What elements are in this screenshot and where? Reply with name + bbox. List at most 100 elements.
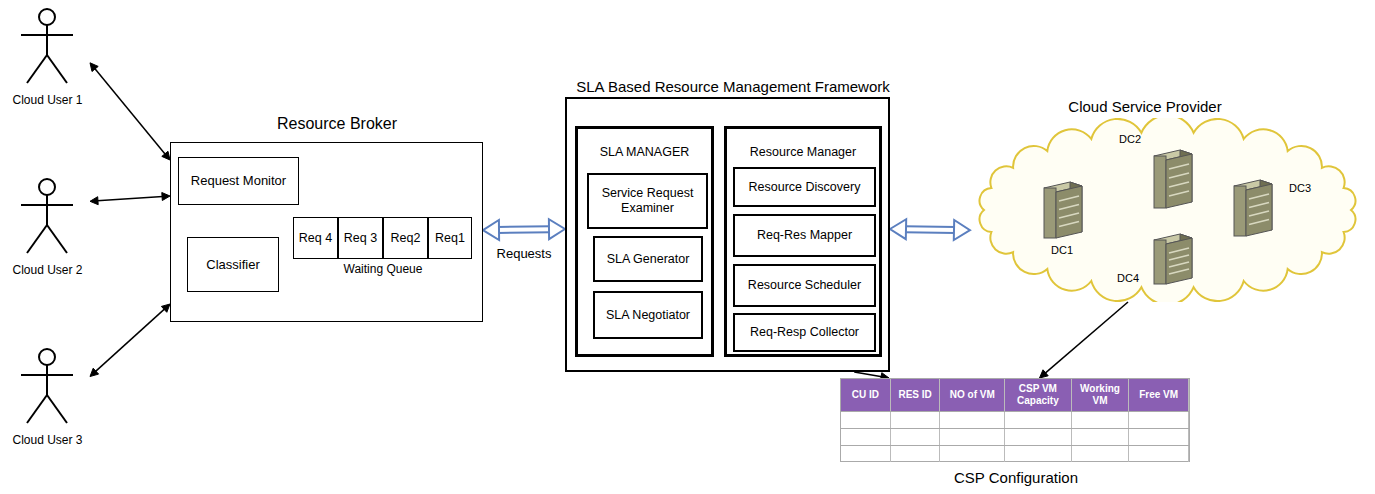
figure-leg — [47, 55, 67, 83]
edge-label: Requests — [495, 246, 554, 262]
server-slot — [1059, 222, 1079, 227]
table-cell — [1129, 412, 1189, 428]
table-cell — [1072, 429, 1130, 445]
server-slot — [1169, 248, 1189, 253]
figure-arms — [21, 204, 73, 206]
process-box: Req1 — [428, 217, 472, 259]
node-text: Resource Discovery — [749, 180, 861, 195]
arrow-shaft-outline — [904, 225, 955, 234]
cloud-path — [980, 118, 1356, 302]
server-face — [1166, 238, 1192, 284]
node-text: SLA Based Resource Management Framework — [576, 78, 889, 96]
connector-line — [854, 372, 882, 377]
table-cell — [891, 429, 941, 445]
table-cell — [841, 446, 891, 462]
server-icon — [1150, 232, 1195, 286]
figure-body — [46, 195, 48, 225]
table-header-text: NO of VM — [950, 389, 995, 401]
node-text: DC1 — [1051, 244, 1073, 257]
stick-figure — [5, 5, 90, 87]
table-row — [841, 411, 1189, 428]
node-text: SLA Negotiator — [606, 308, 690, 323]
server-front — [1044, 188, 1056, 238]
table-cell — [940, 412, 1005, 428]
connector-line — [95, 309, 164, 372]
process-box: Resource Discovery — [733, 167, 876, 207]
connector-line — [95, 68, 166, 154]
server-front — [1234, 186, 1246, 236]
node-text: Resource Scheduler — [748, 278, 861, 293]
arrow-head — [483, 220, 499, 240]
server-face — [1056, 186, 1082, 238]
table-header-text: Free VM — [1139, 389, 1178, 401]
node-text: Req-Resp Collector — [750, 325, 859, 340]
node-text: Resource Manager — [750, 145, 856, 160]
node-text: SLA Generator — [607, 252, 690, 267]
module-box: SLA MANAGER Service Request ExaminerSLA G… — [575, 126, 714, 357]
node-text: Service Request Examiner — [593, 186, 702, 216]
cloud-user: Cloud User 2 — [5, 175, 90, 280]
node-text: Request Monitor — [191, 173, 286, 189]
process-box: Req-Resp Collector — [733, 313, 876, 352]
arrow-head — [1040, 370, 1049, 378]
table-cell — [1129, 446, 1189, 462]
process-box: Req2 — [383, 217, 428, 259]
figure-body — [46, 365, 48, 395]
server-face — [1166, 154, 1192, 208]
node-text: Resource Broker — [277, 114, 397, 133]
node-text: Req 4 — [299, 231, 332, 246]
server-slot — [1169, 164, 1189, 169]
container-box: Resource BrokerRequest MonitorClassifier… — [170, 142, 483, 322]
arrow-shaft-fill — [497, 227, 550, 232]
server-slot — [1169, 269, 1189, 274]
table-cell — [841, 412, 891, 428]
table-cell — [940, 429, 1005, 445]
table-header-text: CSP VM Capacity — [1005, 383, 1071, 407]
server-slot — [1059, 213, 1079, 218]
process-box: Classifier — [187, 237, 279, 292]
node-text: Cloud User 3 — [12, 433, 82, 447]
hollow-arrow — [483, 219, 565, 240]
node-text: Req-Res Mapper — [757, 228, 852, 243]
table-cell — [1129, 429, 1189, 445]
module-box: Resource ManagerResource DiscoveryReq-Re… — [724, 126, 882, 357]
arrow-head — [90, 197, 98, 205]
arrow-head — [954, 220, 970, 240]
figure-leg — [27, 55, 47, 83]
table-header-cell: RES ID — [891, 379, 941, 411]
process-box: SLA Generator — [593, 236, 703, 282]
arrow-head — [162, 151, 170, 160]
process-box: Service Request Examiner — [587, 173, 708, 229]
figure-leg — [47, 225, 67, 253]
figure-leg — [47, 395, 67, 423]
table-cell — [1005, 446, 1072, 462]
server-face — [1246, 184, 1272, 236]
arrow-head — [90, 368, 99, 376]
table-header-text: CU ID — [852, 389, 879, 401]
table-row — [841, 445, 1189, 462]
table-header-cell: CSP VM Capacity — [1005, 379, 1072, 411]
process-box: Request Monitor — [178, 157, 299, 205]
node-text: DC4 — [1117, 272, 1139, 285]
table-cell — [891, 446, 941, 462]
server-icon — [1040, 180, 1085, 240]
table-row — [841, 428, 1189, 445]
connector — [90, 193, 170, 205]
hollow-arrow — [890, 219, 970, 240]
server-slot — [1249, 203, 1269, 208]
server-slot — [1059, 205, 1079, 210]
data-center: DC3 — [1230, 178, 1275, 238]
process-box: Req 3 — [338, 217, 383, 259]
table-cell — [940, 446, 1005, 462]
process-box: SLA Negotiator — [593, 291, 703, 339]
server-slot — [1169, 191, 1189, 196]
server-slot — [1059, 196, 1079, 201]
table-cell — [1005, 429, 1072, 445]
table-header-row: CU IDRES IDNO of VMCSP VM CapacityWorkin… — [841, 379, 1189, 411]
figure-body — [46, 25, 48, 55]
node-text: SLA MANAGER — [600, 145, 690, 160]
queue-label: Waiting Queue — [344, 262, 423, 276]
arrow-head — [549, 219, 565, 239]
arrow-head — [162, 193, 170, 201]
data-center: DC1 — [1040, 180, 1085, 240]
